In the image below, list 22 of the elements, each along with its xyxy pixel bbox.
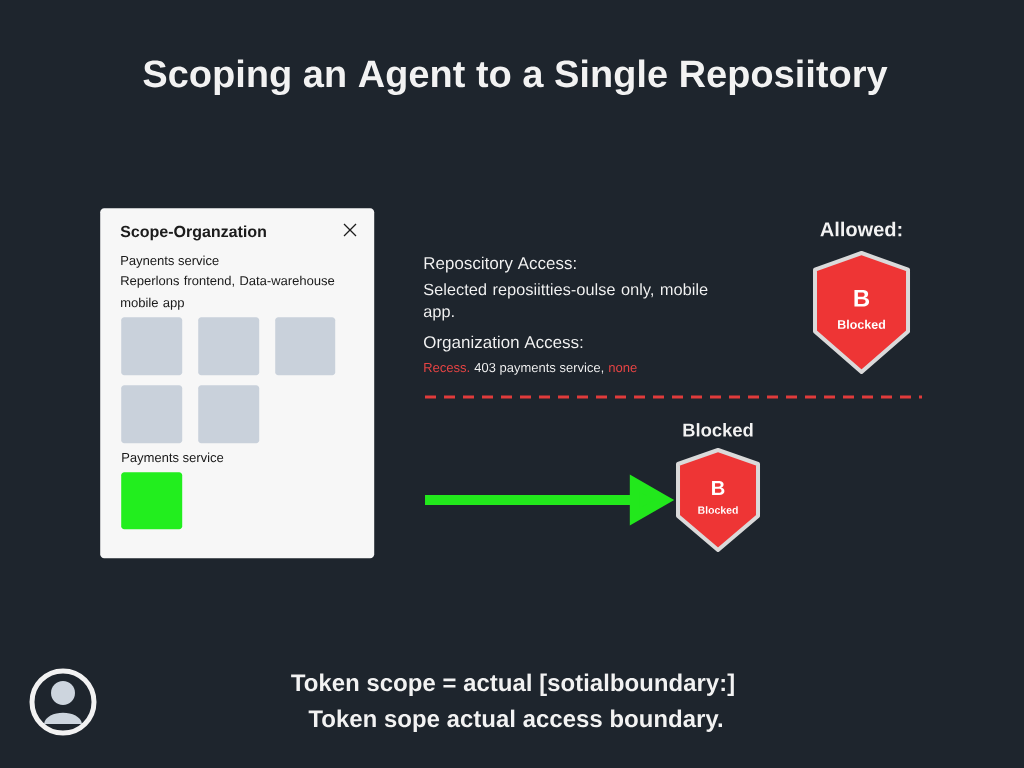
section-heading: Organization Access:	[424, 335, 583, 352]
summary-text: Token sope actual access boundary.	[308, 709, 722, 732]
tile-caption: Payments service	[122, 452, 224, 465]
tile	[198, 385, 260, 444]
shield-heading: Blocked	[683, 423, 753, 437]
panel-text: Reperlons frontend, Data-warehouse mobile app	[121, 275, 335, 310]
tile	[198, 317, 260, 376]
tile	[275, 317, 336, 376]
section-heading: Reposcitory Access:	[424, 256, 576, 273]
title: Scoping an Agent to a Single Reposiitory	[143, 59, 888, 96]
body-text: 403 payments service,	[474, 362, 604, 375]
panel-title: Scope-Organzation	[120, 225, 266, 241]
body-text: Selected reposiitties-oulse only, mobile app.	[423, 283, 708, 321]
status-text: none	[609, 365, 637, 373]
tile	[121, 317, 183, 376]
summary-text: Token scope = actual [sotialboundary:]	[291, 673, 734, 696]
panel-text: Paynents service	[121, 255, 219, 268]
shield-badge: B Blocked	[813, 251, 910, 374]
tile	[121, 385, 183, 444]
shield-badge: B Blocked	[676, 448, 760, 552]
status-text: Recess.	[424, 363, 469, 373]
shield-heading: Allowed:	[820, 221, 902, 237]
